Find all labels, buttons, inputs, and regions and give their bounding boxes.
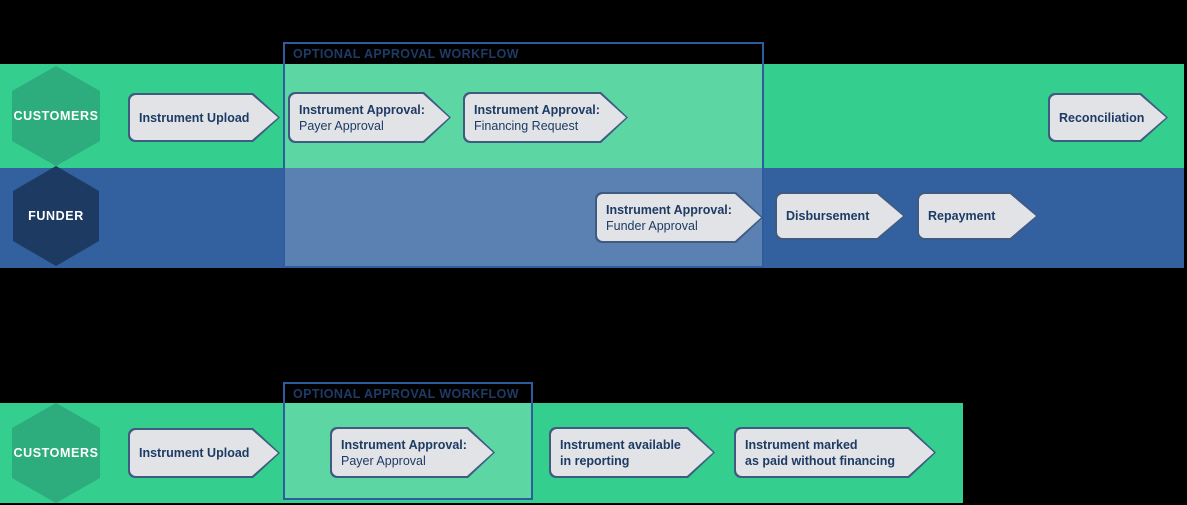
step-label: Instrument marked: [745, 437, 858, 452]
arrow-fill: [130, 430, 278, 476]
step-sublabel: Financing Request: [474, 118, 579, 133]
step-payer-approval: Instrument Approval: Payer Approval: [330, 427, 495, 478]
step-label: Instrument Approval:: [606, 202, 732, 217]
funder-hexagon: FUNDER: [13, 166, 99, 266]
customers-lane-label: CUSTOMERS: [13, 446, 99, 460]
step-repayment: Repayment: [917, 192, 1038, 240]
step-available-in-reporting: Instrument available in reporting: [549, 427, 715, 478]
step-label: Instrument Approval:: [299, 102, 425, 117]
step-sublabel: as paid without financing: [745, 453, 895, 468]
customers-lane-label: CUSTOMERS: [13, 109, 99, 123]
step-payer-approval: Instrument Approval: Payer Approval: [288, 92, 451, 143]
step-marked-paid-without-financing: Instrument marked as paid without financ…: [734, 427, 936, 478]
arrow-fill: [597, 194, 761, 241]
step-financing-request: Instrument Approval: Financing Request: [463, 92, 628, 143]
step-label: Instrument Upload: [139, 446, 250, 460]
arrow-fill: [1050, 95, 1166, 140]
arrow-fill: [130, 95, 278, 140]
step-sublabel: in reporting: [560, 453, 630, 468]
step-label: Repayment: [928, 209, 996, 223]
arrow-fill: [736, 429, 934, 476]
step-disbursement: Disbursement: [775, 192, 905, 240]
arrow-fill: [777, 194, 903, 238]
arrow-fill: [332, 429, 493, 476]
arrow-fill: [919, 194, 1036, 238]
step-label: Instrument available: [560, 437, 681, 452]
optional-approval-workflow-label: OPTIONAL APPROVAL WORKFLOW: [293, 47, 519, 61]
step-funder-approval: Instrument Approval: Funder Approval: [595, 192, 763, 243]
arrow-fill: [290, 94, 449, 141]
step-instrument-upload: Instrument Upload: [128, 93, 280, 142]
step-label: Disbursement: [786, 209, 870, 223]
step-label: Instrument Approval:: [474, 102, 600, 117]
step-instrument-upload: Instrument Upload: [128, 428, 280, 478]
step-sublabel: Payer Approval: [299, 118, 384, 133]
step-sublabel: Funder Approval: [606, 218, 698, 233]
step-label: Instrument Approval:: [341, 437, 467, 452]
step-label: Reconciliation: [1059, 110, 1145, 125]
step-reconciliation: Reconciliation: [1048, 93, 1168, 142]
step-label: Instrument Upload: [139, 110, 250, 125]
arrow-fill: [465, 94, 626, 141]
arrow-fill: [551, 429, 713, 476]
step-sublabel: Payer Approval: [341, 453, 426, 468]
funder-lane-label: FUNDER: [28, 209, 84, 223]
optional-approval-workflow-label: OPTIONAL APPROVAL WORKFLOW: [293, 387, 519, 401]
